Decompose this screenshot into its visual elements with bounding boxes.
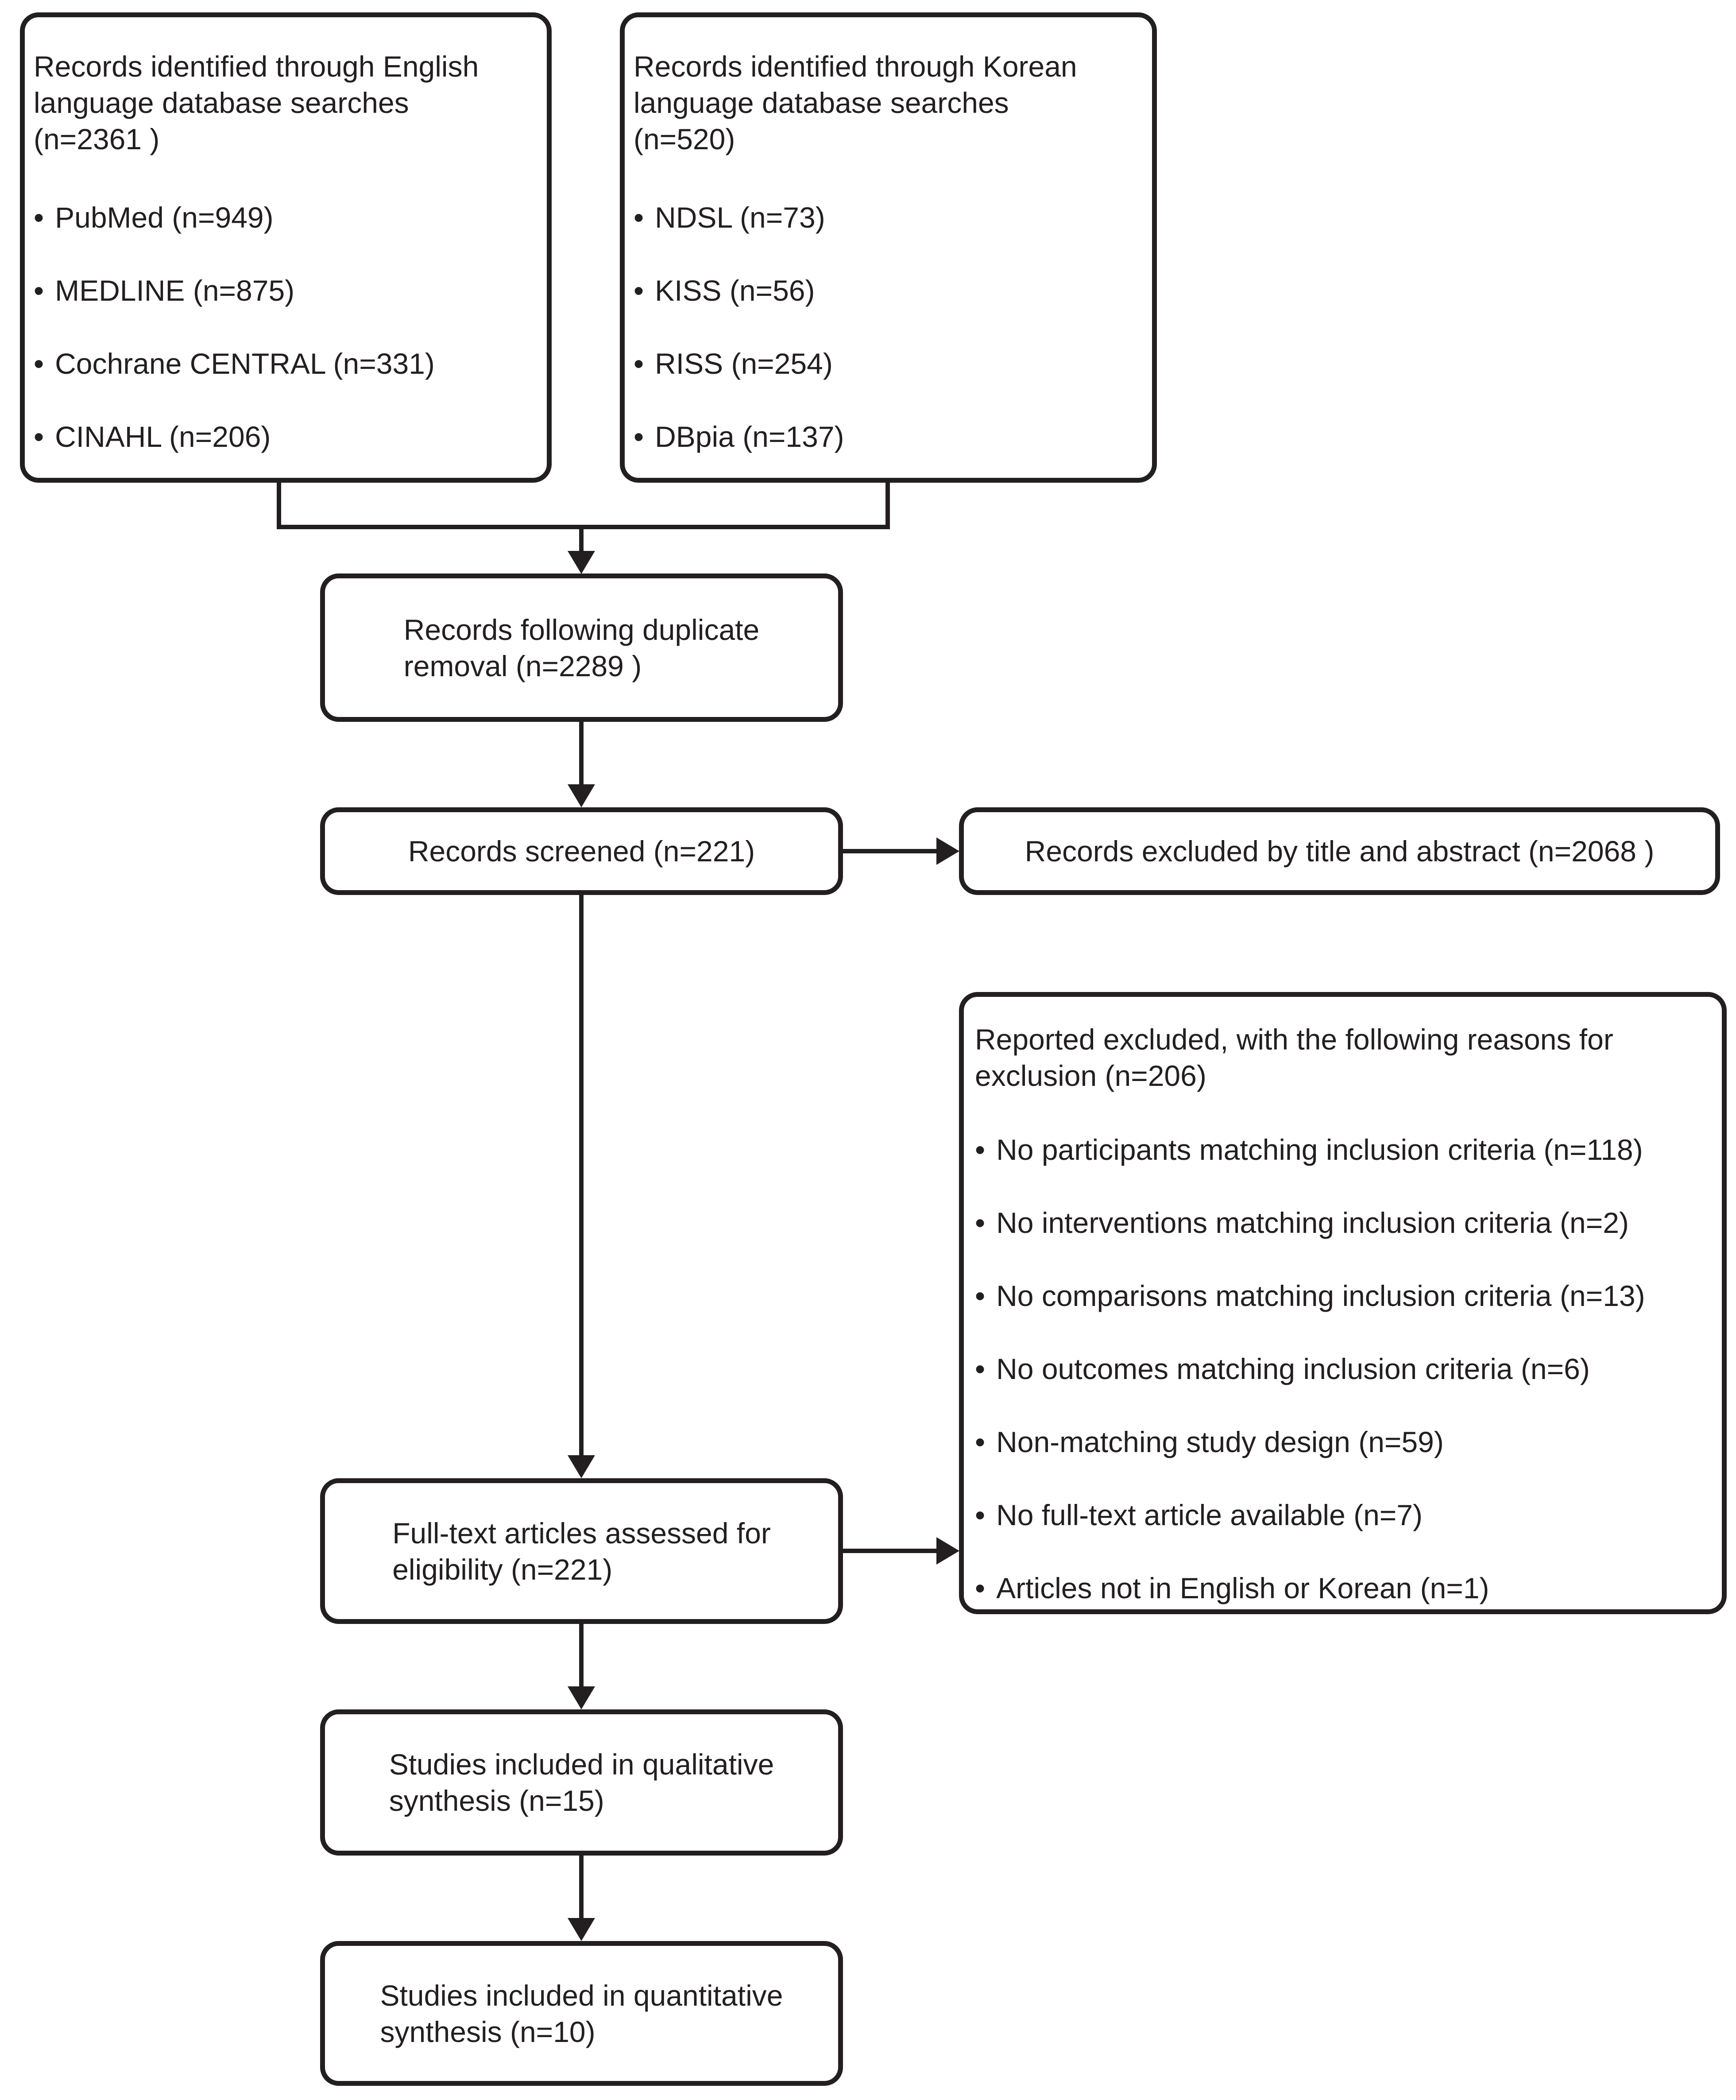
box-label: Records following duplicate removal (n=2… <box>403 613 760 682</box>
list-item-label: KISS (n=56) <box>655 274 815 307</box>
connector-fulltext-to-reasons-line <box>843 1549 938 1553</box>
list-item-label: No interventions matching inclusion crit… <box>996 1206 1629 1239</box>
list-item: • No full-text article available (n=7) <box>975 1497 1711 1533</box>
list-item-label: No outcomes matching inclusion criteria … <box>996 1352 1590 1385</box>
list-item: • Articles not in English or Korean (n=1… <box>975 1570 1711 1606</box>
korean-database-list: • NDSL (n=73) • KISS (n=56) • RISS (n=25… <box>634 199 1143 455</box>
connector-screened-to-excluded-line <box>843 849 938 853</box>
list-item: • PubMed (n=949) <box>34 199 538 236</box>
arrowhead-down-icon <box>568 1918 595 1941</box>
connector-fulltext-to-qualitative-line <box>579 1624 584 1688</box>
bullet-icon: • <box>34 420 44 453</box>
bullet-icon: • <box>975 1279 986 1312</box>
bullet-icon: • <box>975 1499 986 1531</box>
box-qualitative-synthesis: Studies included in qualitative synthesi… <box>320 1709 843 1856</box>
box-title: Records identified through Korean langua… <box>634 50 1077 155</box>
box-records-screened: Records screened (n=221) <box>320 807 843 895</box>
bullet-icon: • <box>975 1206 986 1239</box>
box-label: Full-text articles assessed for eligibil… <box>392 1516 771 1586</box>
arrowhead-right-icon <box>936 1537 959 1565</box>
list-item: • KISS (n=56) <box>634 272 1143 309</box>
connector-merge-horizontal-line <box>277 525 890 529</box>
list-item-label: RISS (n=254) <box>655 347 833 380</box>
bullet-icon: • <box>975 1352 986 1385</box>
box-quantitative-synthesis: Studies included in quantitative synthes… <box>320 1941 843 2086</box>
exclusion-reasons-list: • No participants matching inclusion cri… <box>975 1131 1711 1606</box>
list-item: • No participants matching inclusion cri… <box>975 1131 1711 1168</box>
bullet-icon: • <box>975 1572 986 1604</box>
arrowhead-down-icon <box>568 551 595 574</box>
box-exclusion-reasons: Reported excluded, with the following re… <box>959 992 1727 1614</box>
box-title: Reported excluded, with the following re… <box>975 1023 1613 1092</box>
box-english-database-records: Records identified through English langu… <box>20 12 552 483</box>
list-item-label: NDSL (n=73) <box>655 201 825 234</box>
list-item: • Cochrane CENTRAL (n=331) <box>34 345 538 382</box>
list-item-label: No comparisons matching inclusion criter… <box>996 1279 1645 1312</box>
list-item-label: Non-matching study design (n=59) <box>996 1426 1444 1458</box>
connector-screened-to-fulltext-line <box>579 895 584 1457</box>
list-item-label: MEDLINE (n=875) <box>55 274 295 307</box>
bullet-icon: • <box>634 347 644 380</box>
list-item: • No interventions matching inclusion cr… <box>975 1205 1711 1241</box>
connector-merge-stem-line <box>579 529 584 554</box>
bullet-icon: • <box>34 274 44 307</box>
bullet-icon: • <box>634 420 644 453</box>
arrowhead-down-icon <box>568 784 595 807</box>
list-item: • Non-matching study design (n=59) <box>975 1424 1711 1460</box>
connector-qualitative-to-quantitative-line <box>579 1856 584 1920</box>
list-item: • NDSL (n=73) <box>634 199 1143 236</box>
arrowhead-down-icon <box>568 1686 595 1709</box>
list-item: • DBpia (n=137) <box>634 418 1143 455</box>
list-item-label: CINAHL (n=206) <box>55 420 271 453</box>
connector-right-drop-line <box>885 482 890 529</box>
connector-duplicate-to-screened-line <box>579 722 584 786</box>
list-item-label: Cochrane CENTRAL (n=331) <box>55 347 435 380</box>
box-label: Records excluded by title and abstract (… <box>1025 835 1655 868</box>
bullet-icon: • <box>34 201 44 234</box>
list-item-label: No participants matching inclusion crite… <box>996 1133 1643 1166</box>
bullet-icon: • <box>634 201 644 234</box>
list-item: • RISS (n=254) <box>634 345 1143 382</box>
bullet-icon: • <box>634 274 644 307</box>
english-database-list: • PubMed (n=949) • MEDLINE (n=875) • Coc… <box>34 199 538 455</box>
arrowhead-right-icon <box>936 837 959 865</box>
box-label: Studies included in qualitative synthesi… <box>389 1748 774 1817</box>
list-item-label: DBpia (n=137) <box>655 420 844 453</box>
list-item: • CINAHL (n=206) <box>34 418 538 455</box>
bullet-icon: • <box>975 1426 986 1458</box>
connector-left-drop-line <box>277 482 281 529</box>
box-label: Records screened (n=221) <box>408 835 755 868</box>
box-label: Studies included in quantitative synthes… <box>380 1979 783 2048</box>
box-fulltext-assessed: Full-text articles assessed for eligibil… <box>320 1478 843 1624</box>
list-item: • No outcomes matching inclusion criteri… <box>975 1351 1711 1387</box>
bullet-icon: • <box>34 347 44 380</box>
box-duplicate-removal: Records following duplicate removal (n=2… <box>320 573 843 722</box>
list-item-label: PubMed (n=949) <box>55 201 274 234</box>
box-excluded-title-abstract: Records excluded by title and abstract (… <box>959 807 1720 895</box>
box-title: Records identified through English langu… <box>34 50 479 155</box>
list-item: • No comparisons matching inclusion crit… <box>975 1278 1711 1314</box>
list-item: • MEDLINE (n=875) <box>34 272 538 309</box>
list-item-label: No full-text article available (n=7) <box>996 1499 1423 1531</box>
box-korean-database-records: Records identified through Korean langua… <box>620 12 1157 483</box>
list-item-label: Articles not in English or Korean (n=1) <box>996 1572 1489 1604</box>
arrowhead-down-icon <box>568 1455 595 1478</box>
bullet-icon: • <box>975 1133 986 1166</box>
